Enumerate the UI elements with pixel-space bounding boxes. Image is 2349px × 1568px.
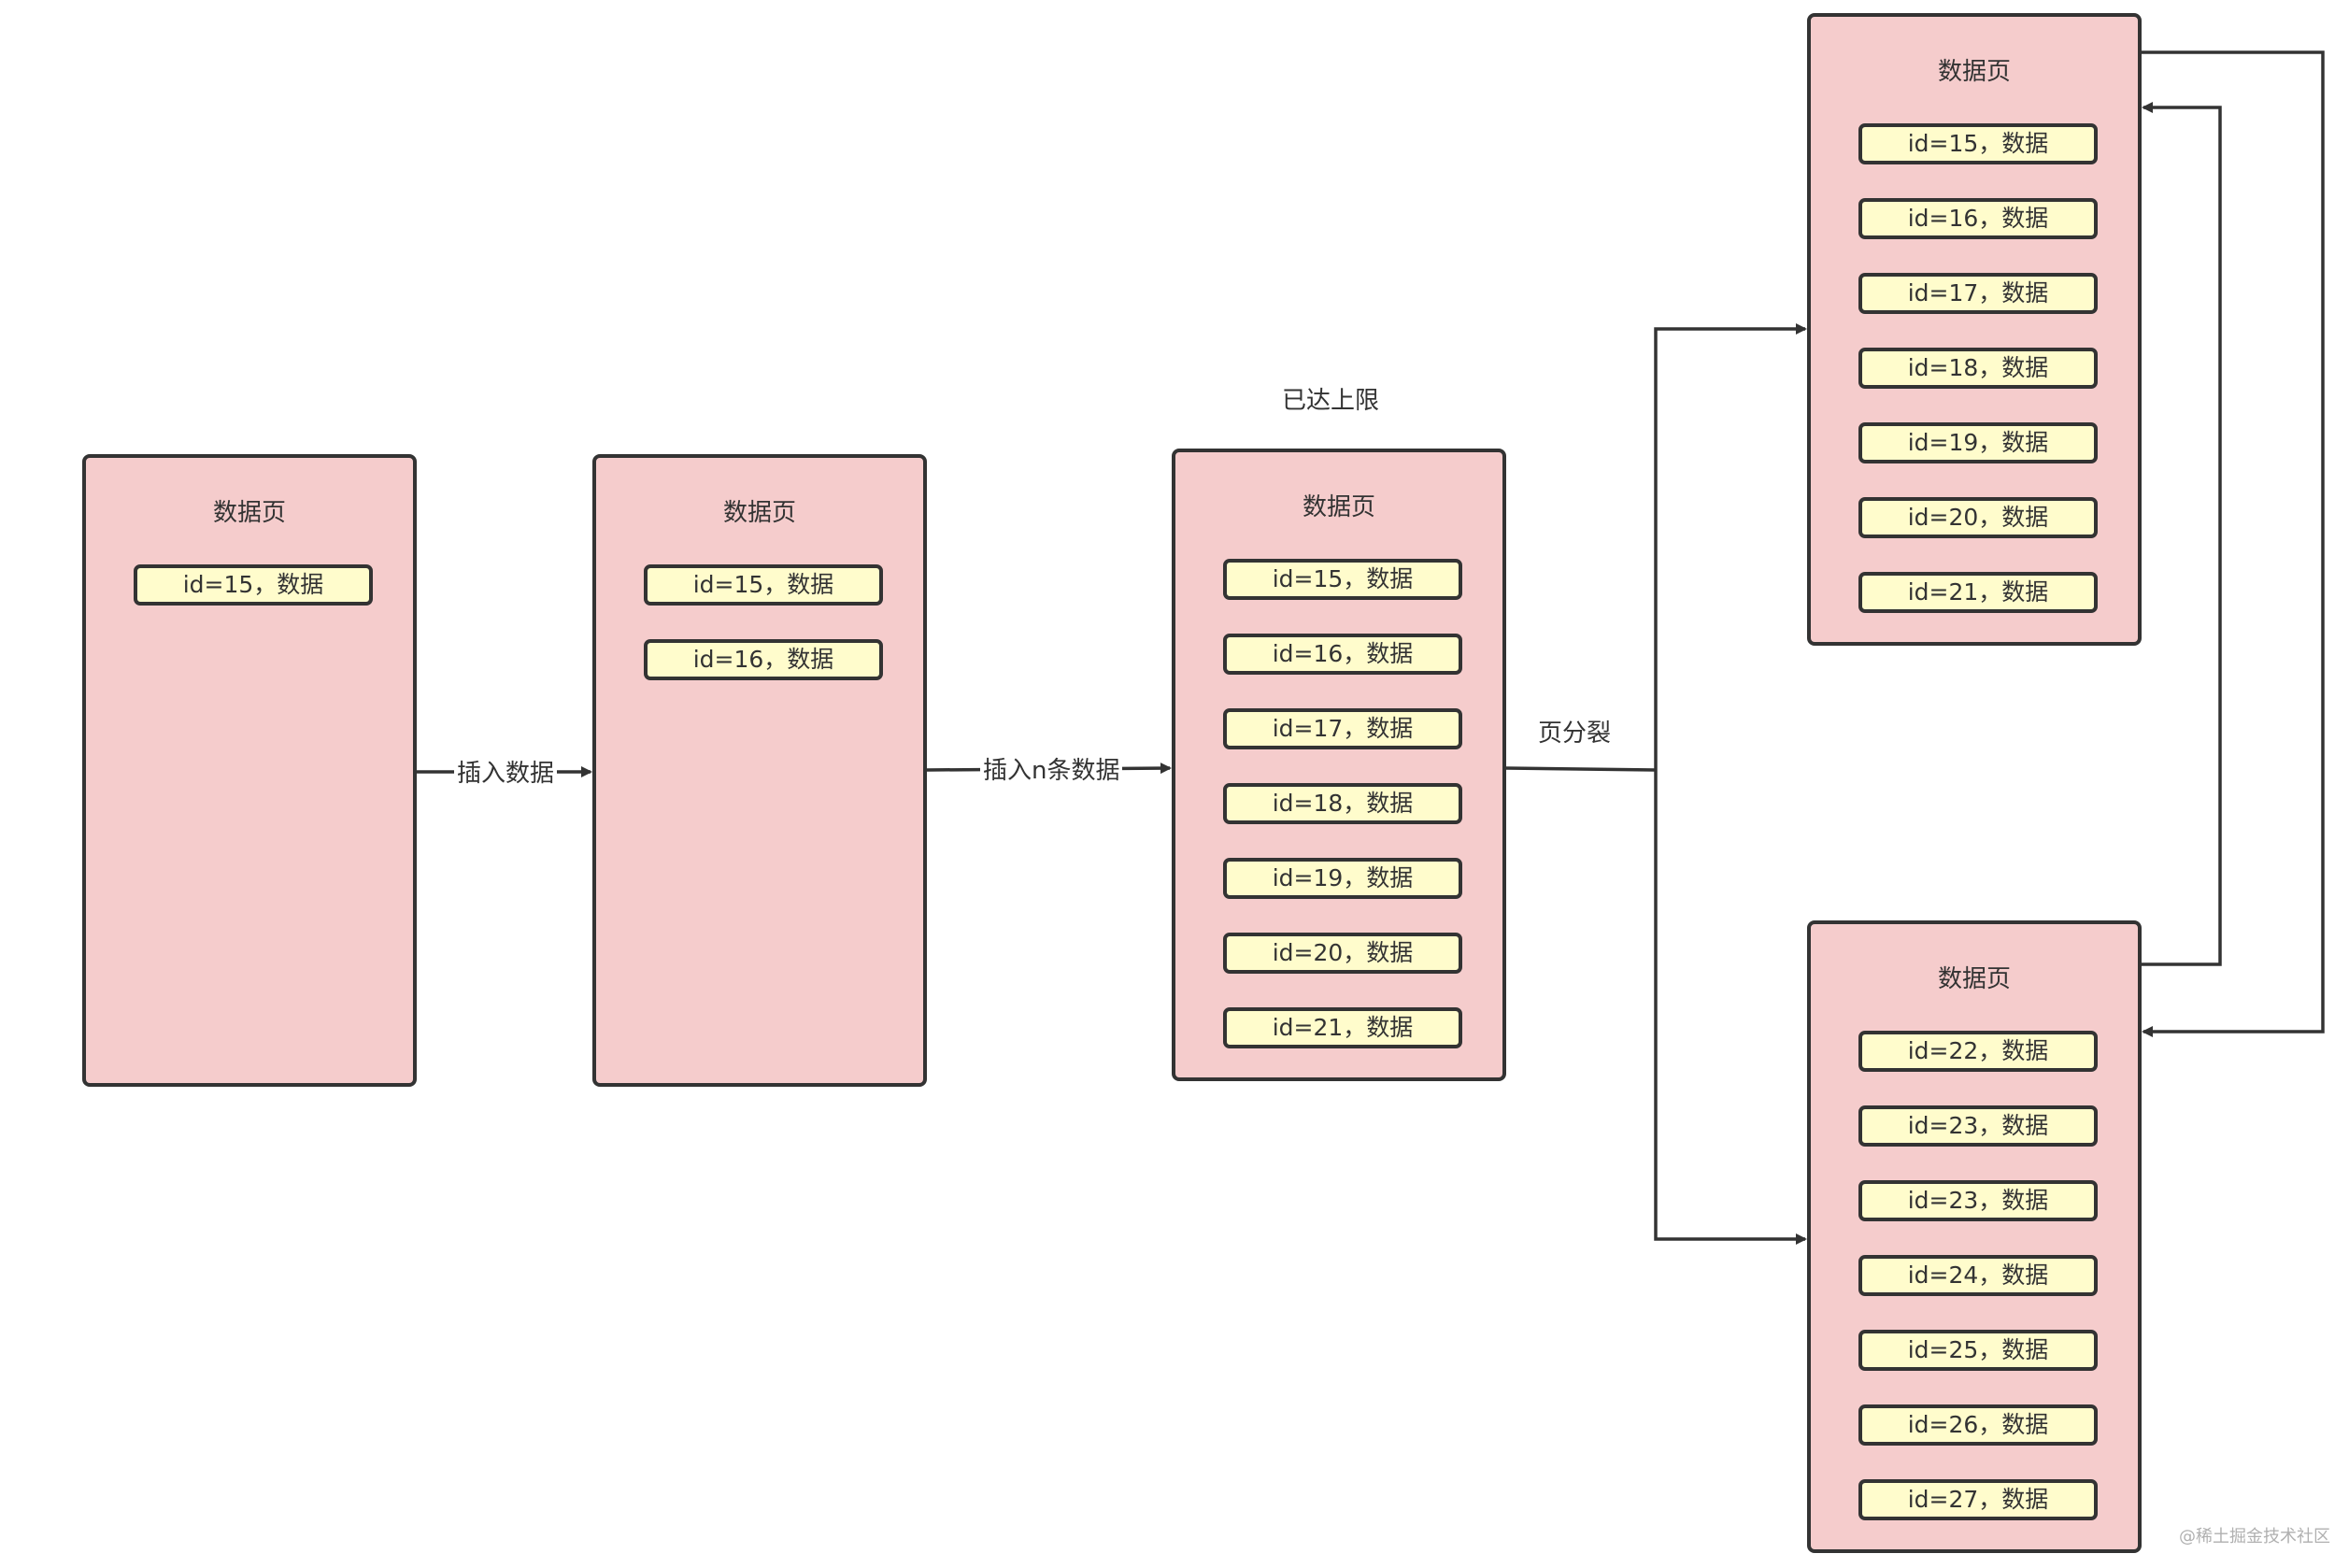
record-row: id=27，数据 — [1858, 1479, 2098, 1520]
record-row: id=19，数据 — [1858, 422, 2098, 463]
record-row: id=20，数据 — [1858, 497, 2098, 538]
record-row: id=21，数据 — [1858, 572, 2098, 613]
record-row: id=26，数据 — [1858, 1404, 2098, 1446]
page-title: 数据页 — [1937, 965, 2011, 993]
page-title: 数据页 — [1302, 493, 1375, 521]
record-row: id=15，数据 — [1858, 123, 2098, 164]
record-row: id=16，数据 — [1223, 634, 1462, 675]
record-row: id=23，数据 — [1858, 1105, 2098, 1147]
record-row: id=16，数据 — [644, 639, 883, 680]
limit-reached-label: 已达上限 — [1282, 387, 1380, 415]
insert-data-label: 插入数据 — [454, 758, 558, 790]
record-row: id=21，数据 — [1223, 1007, 1462, 1048]
page-split-arrow-lower — [1654, 770, 1807, 1245]
record-row: id=19，数据 — [1223, 858, 1462, 899]
record-row: id=24，数据 — [1858, 1255, 2098, 1296]
insert-n-data-label: 插入n条数据 — [980, 755, 1123, 787]
data-page-after-insert: 数据页 id=15，数据 id=16，数据 — [592, 454, 927, 1087]
record-row: id=17，数据 — [1223, 708, 1462, 749]
next-page-pointer — [2142, 50, 2325, 1037]
watermark: @稀土掘金技术社区 — [2179, 1527, 2330, 1547]
page-split-label: 页分裂 — [1538, 720, 1612, 748]
record-row: id=22，数据 — [1858, 1031, 2098, 1072]
page-split-trunk — [1505, 766, 1657, 772]
data-page-initial: 数据页 id=15，数据 — [82, 454, 417, 1087]
record-row: id=15，数据 — [644, 564, 883, 606]
record-row: id=16，数据 — [1858, 198, 2098, 239]
record-row: id=18，数据 — [1858, 348, 2098, 389]
record-row: id=15，数据 — [134, 564, 373, 606]
record-row: id=25，数据 — [1858, 1330, 2098, 1371]
page-title: 数据页 — [1937, 58, 2011, 86]
data-page-full: 数据页 id=15，数据 id=16，数据 id=17，数据 id=18，数据 id=1… — [1172, 449, 1506, 1081]
page-title: 数据页 — [212, 499, 286, 527]
record-row: id=17，数据 — [1858, 273, 2098, 314]
data-page-split-upper: 数据页 id=15，数据 id=16，数据 id=17，数据 id=18，数据 id=1… — [1807, 13, 2142, 646]
record-row: id=23，数据 — [1858, 1180, 2098, 1221]
page-title: 数据页 — [722, 499, 796, 527]
prev-page-pointer — [2142, 102, 2222, 966]
data-page-split-lower: 数据页 id=22，数据 id=23，数据 id=23，数据 id=24，数据 id=2… — [1807, 920, 2142, 1553]
record-row: id=20，数据 — [1223, 933, 1462, 974]
page-split-arrow-upper — [1654, 323, 1807, 770]
record-row: id=18，数据 — [1223, 783, 1462, 824]
record-row: id=15，数据 — [1223, 559, 1462, 600]
